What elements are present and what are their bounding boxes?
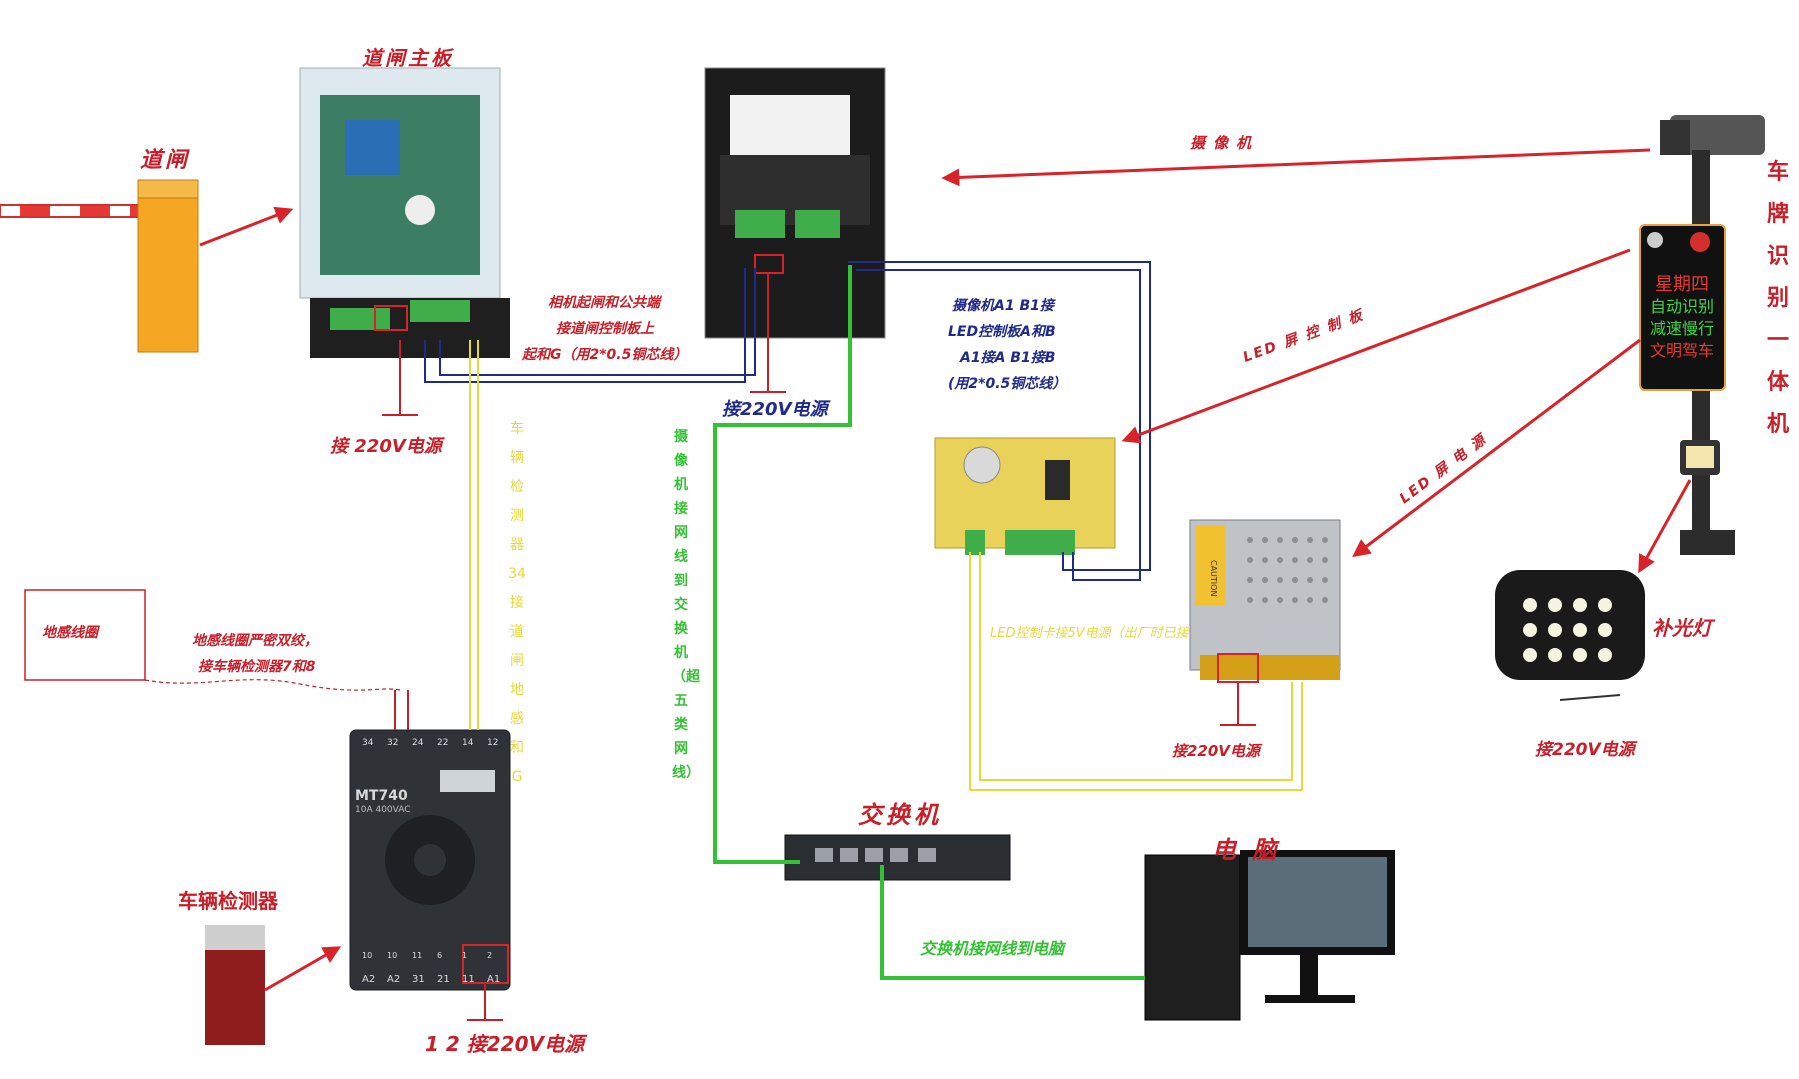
psu-power-label: 接220V电源 (1172, 742, 1260, 760)
led-5v-label: LED控制卡接5V电源（出厂时已接 (990, 626, 1189, 641)
led-wiring-label-4: (用2*0.5铜芯线） (948, 376, 1067, 392)
led-line-2: 自动识别 (1650, 297, 1714, 316)
lpr-vertical-label: 车牌识别一体机 (1766, 160, 1789, 437)
relay-model: MT740 (355, 788, 408, 804)
relay-bottom-label-0: A2 (362, 974, 375, 985)
controller-power-label: 接220V电源 (722, 399, 828, 420)
relay-top-pin-5: 12 (487, 738, 498, 748)
relay-bottom-label-4: 11 (462, 974, 475, 985)
relay-top-pins: 34 32 24 22 14 12 (362, 738, 498, 748)
psu-caution-text: CAUTION (1209, 560, 1218, 596)
barrier-gate (0, 179, 199, 353)
gate-control-board (299, 67, 510, 358)
lpr-camera-unit (1639, 115, 1765, 555)
led-wiring-label-1: 摄像机A1 B1接 (952, 298, 1054, 314)
camera-arrow-label: 摄像机 (1190, 134, 1260, 152)
camera-wiring-label-3: 起和G（用2*0.5铜芯线） (522, 347, 688, 363)
camera-control-box (704, 67, 886, 339)
relay-bottom-pin-5: 2 (487, 951, 492, 960)
led-line-4: 文明驾车 (1650, 341, 1714, 360)
led-line-3: 减速慢行 (1650, 319, 1714, 338)
camera-wiring-label-2: 接道闸控制板上 (556, 321, 654, 337)
camera-to-switch-label: 摄像机接网线到交换机（超五类网线） (672, 429, 700, 781)
detector-wiring-label: 车辆检测器34接道闸地感和G (508, 421, 526, 785)
relay-top-pin-0: 34 (362, 738, 374, 748)
led-power-supply (1189, 519, 1341, 683)
relay-bottom-label-1: A2 (387, 974, 400, 985)
led-wiring-label-2: LED控制板A和B (948, 324, 1056, 340)
loop-wiring-label-2: 接车辆检测器7和8 (198, 659, 316, 675)
loop-wiring-label-1: 地感线圈严密双绞， (192, 633, 318, 649)
switch-to-pc-label: 交换机接网线到电脑 (920, 939, 1065, 958)
relay-bottom-pin-3: 6 (437, 951, 442, 960)
switch-label: 交换机 (858, 801, 942, 829)
relay-bottom-pin-0: 10 (362, 951, 372, 960)
relay-bottom-label-5: A1 (487, 974, 500, 985)
vehicle-detector (205, 925, 265, 1045)
relay-top-pin-3: 22 (437, 738, 448, 748)
computer (1144, 850, 1395, 1021)
relay-top-pin-2: 24 (412, 738, 424, 748)
vehicle-detector-relay-base (349, 729, 511, 991)
camera-wiring-label-1: 相机起闸和公共端 (548, 295, 660, 311)
relay-rating: 10A 400VAC (355, 805, 411, 815)
relay-bottom-pin-1: 10 (387, 951, 397, 960)
relay-bottom-label-2: 31 (412, 974, 425, 985)
loop-coil-wire (144, 679, 401, 691)
fill-light-label: 补光灯 (1652, 616, 1712, 640)
led-wiring-label-3: A1接A B1接B (960, 350, 1056, 366)
relay-bottom-label-3: 21 (437, 974, 450, 985)
led-control-board (934, 437, 1116, 555)
vehicle-detector-label: 车辆检测器 (178, 889, 278, 913)
relay-top-pin-1: 32 (387, 738, 398, 748)
gate-power-label: 接 220V电源 (330, 436, 442, 457)
loop-coil-label: 地感线圈 (42, 625, 98, 641)
relay-top-pin-4: 14 (462, 738, 474, 748)
network-switch (784, 834, 1011, 881)
relay-power-label: 1 2 接220V电源 (425, 1032, 584, 1056)
fill-light (1495, 570, 1645, 701)
relay-bottom-pin-2: 11 (412, 951, 422, 960)
led-line-1: 星期四 (1655, 274, 1709, 295)
gate-board-label: 道闸主板 (362, 46, 454, 70)
relay-bottom-pin-4: 1 (462, 951, 467, 960)
computer-label: 电 脑 (1212, 836, 1281, 864)
fill-light-power-label: 接220V电源 (1535, 740, 1635, 760)
barrier-label: 道闸 (140, 148, 191, 173)
